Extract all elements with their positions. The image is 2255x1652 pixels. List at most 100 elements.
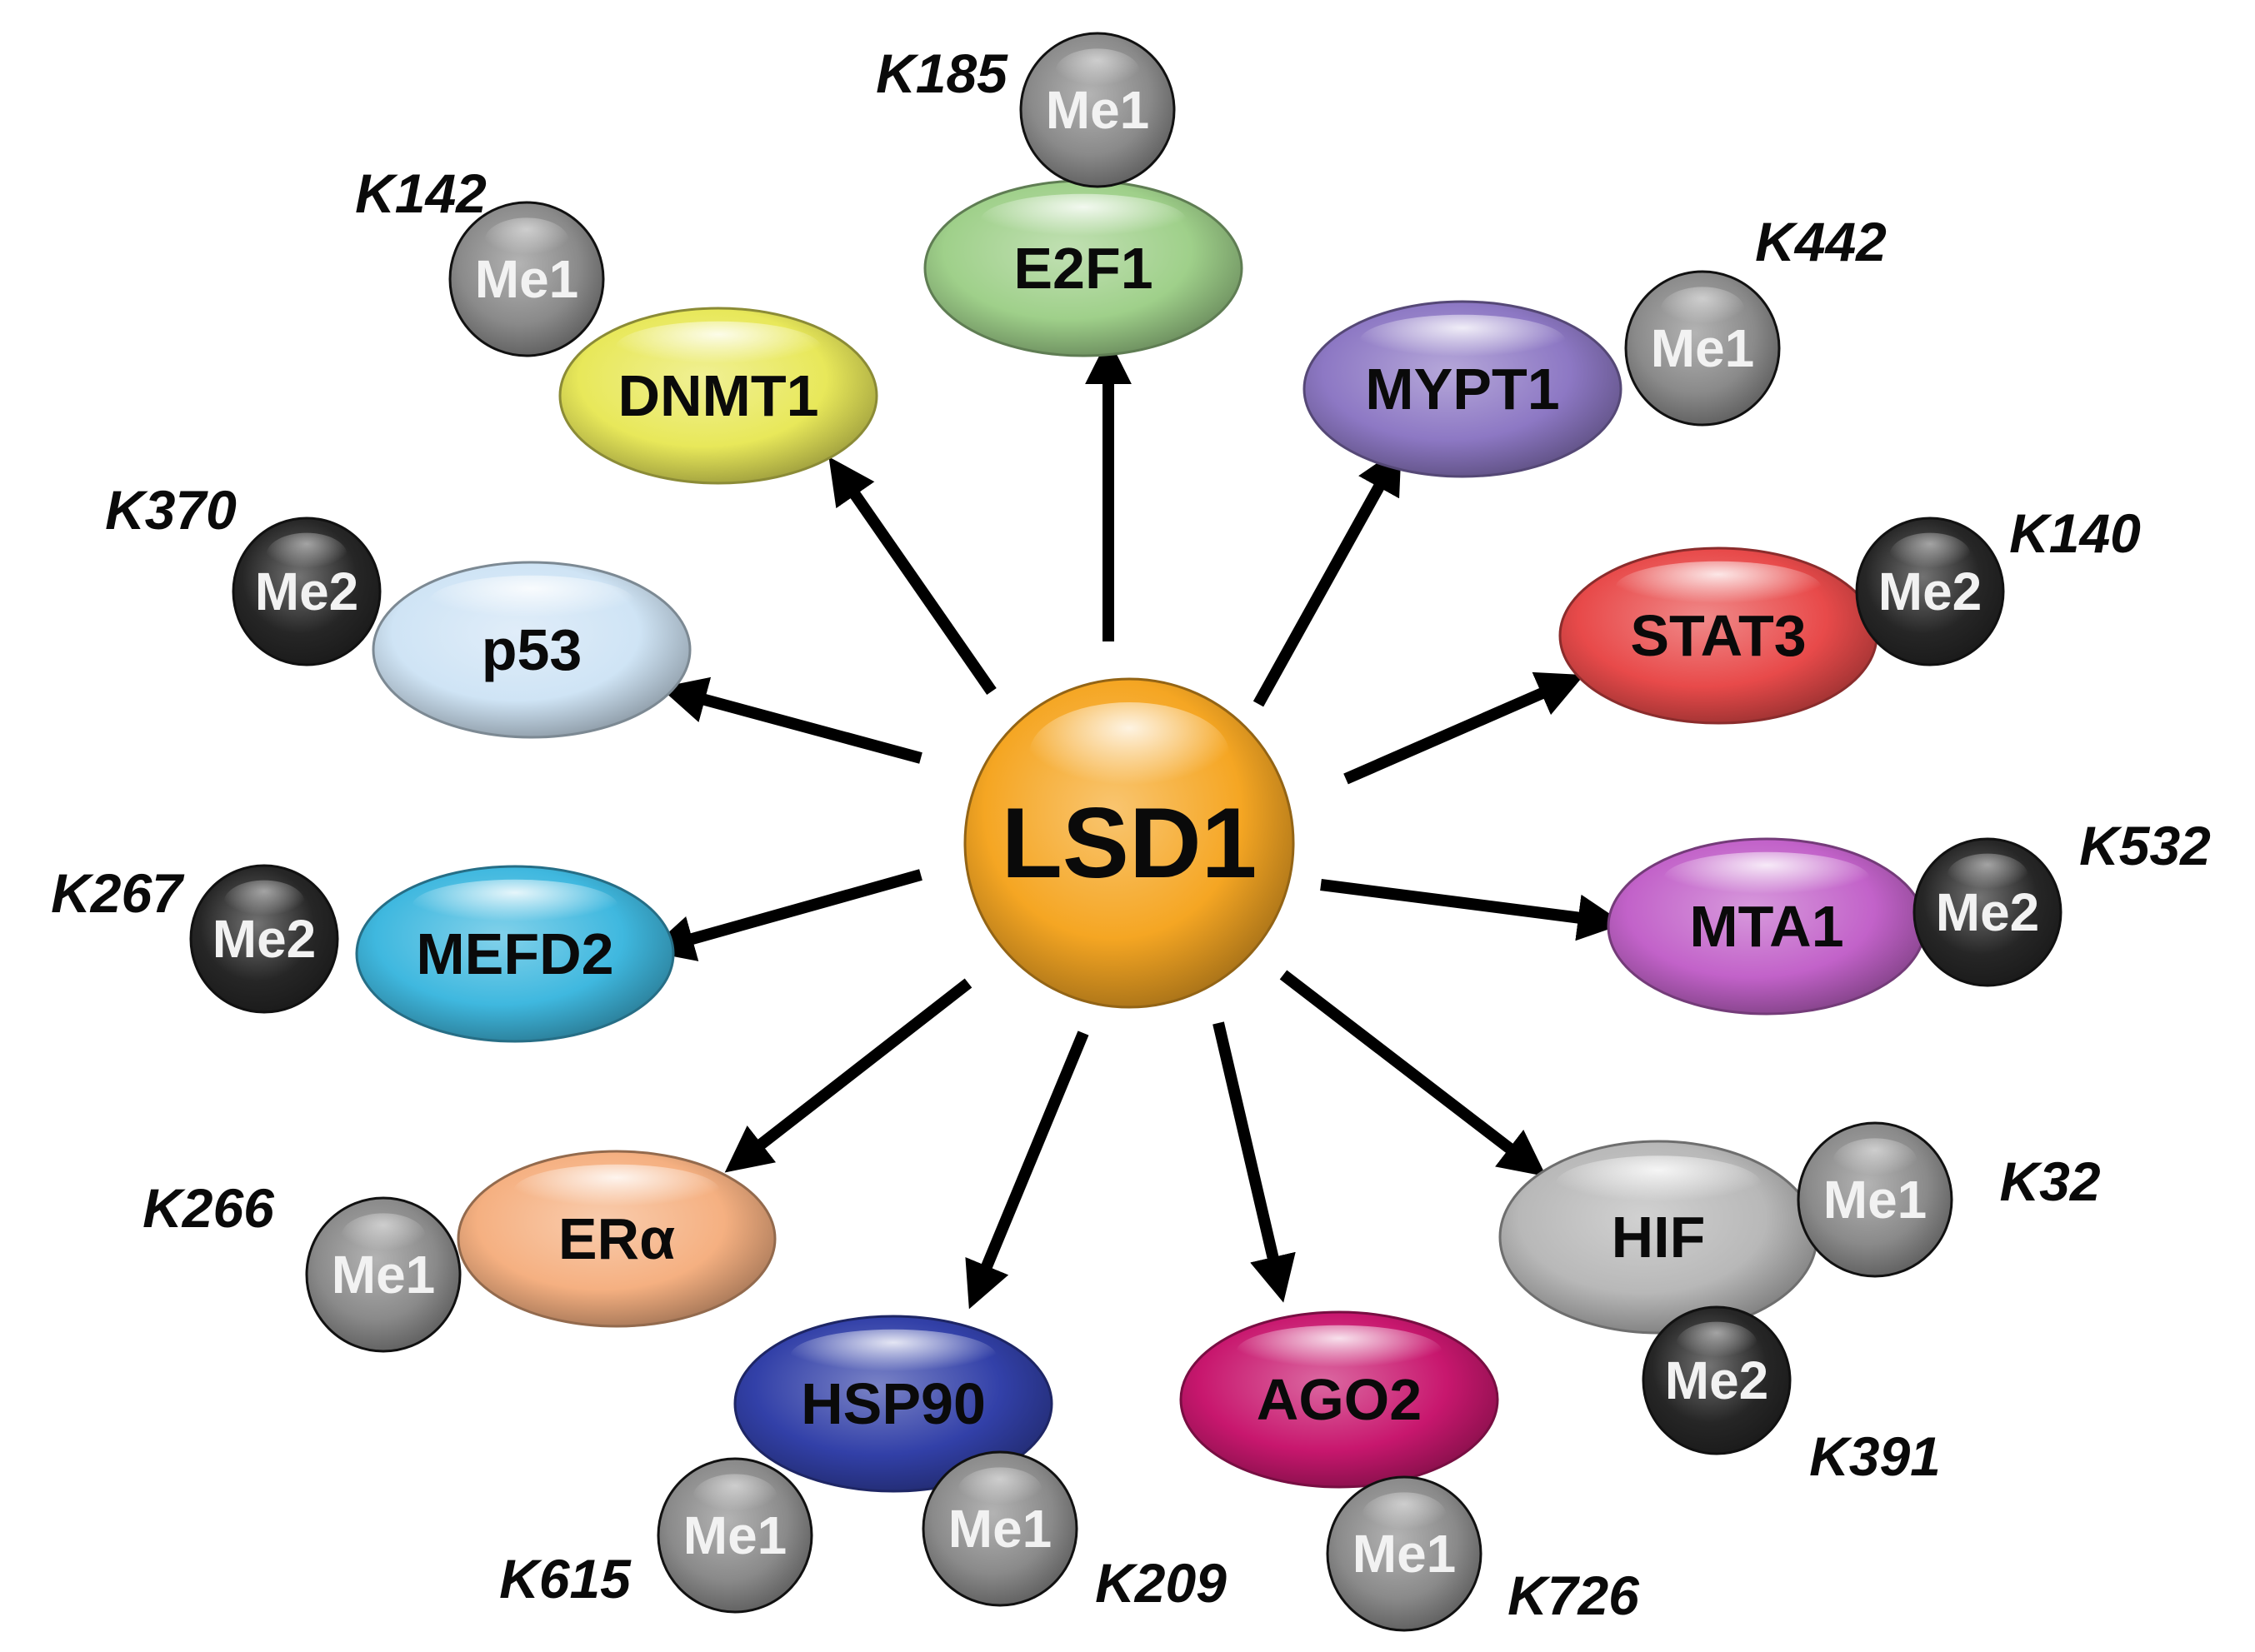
node-mefd2-highlight <box>412 879 618 932</box>
node-e2f1: E2F1 <box>923 179 1243 357</box>
node-p53: p53 <box>372 561 692 739</box>
node-mypt1-highlight <box>1359 314 1566 367</box>
arrow-to-ago2 <box>1212 1021 1296 1303</box>
mark-p53-0-label: Me2 <box>255 561 359 621</box>
mark-era-0: Me1 K266 <box>142 1177 462 1353</box>
mark-hsp90-1-label: Me1 <box>948 1499 1052 1559</box>
arrow-to-dnmt1 <box>828 457 997 695</box>
node-stat3-label: STAT3 <box>1630 603 1806 668</box>
site-ago2-0-label: K726 <box>1508 1565 1640 1626</box>
mark-hif-0-highlight <box>1832 1138 1918 1185</box>
mark-mypt1-0-highlight <box>1660 287 1745 333</box>
mark-mefd2-0-label: Me2 <box>212 909 317 969</box>
site-dnmt1-0-label: K142 <box>355 162 487 224</box>
mark-dnmt1-0-highlight <box>484 217 569 264</box>
node-e2f1-highlight <box>980 193 1187 247</box>
mark-hsp90-0-highlight <box>692 1474 778 1520</box>
mark-ago2-0-label: Me1 <box>1352 1524 1457 1584</box>
site-hif-1-label: K391 <box>1809 1425 1941 1487</box>
node-stat3-highlight <box>1615 561 1822 614</box>
node-era-highlight <box>513 1164 720 1217</box>
mark-mefd2-0-highlight <box>223 880 305 925</box>
arrow-to-era <box>724 978 972 1173</box>
node-ago2-highlight <box>1236 1325 1442 1378</box>
mark-era-0-highlight <box>341 1213 426 1260</box>
site-e2f1-0-label: K185 <box>876 42 1008 104</box>
arrow-to-p53 <box>659 676 922 764</box>
mark-dnmt1-0-label: Me1 <box>475 249 579 309</box>
node-hsp90-highlight <box>790 1329 997 1382</box>
node-dnmt1-highlight <box>615 321 822 374</box>
node-e2f1-label: E2F1 <box>1013 236 1152 301</box>
mark-mefd2-0: Me2 K267 <box>51 862 339 1014</box>
site-era-0-label: K266 <box>142 1177 275 1239</box>
node-mta1-highlight <box>1663 851 1870 905</box>
mark-p53-0-highlight <box>266 532 348 577</box>
node-hsp90-label: HSP90 <box>801 1371 986 1436</box>
arrow-to-mta1 <box>1320 879 1625 941</box>
node-mefd2: MEFD2 <box>355 865 675 1043</box>
site-mypt1-0-label: K442 <box>1755 211 1887 272</box>
mark-mta1-0-highlight <box>1947 853 2028 898</box>
node-stat3: STAT3 <box>1558 547 1878 725</box>
marks-layer: Me1K185Me1K142Me1K442Me2K370Me2K140Me2K2… <box>51 32 2211 1632</box>
node-hif: HIF <box>1498 1140 1818 1335</box>
node-era-label: ERα <box>558 1206 675 1271</box>
site-stat3-0-label: K140 <box>2009 502 2141 564</box>
node-mta1: MTA1 <box>1607 837 1927 1016</box>
arrow-to-hsp90 <box>965 1031 1089 1310</box>
center-highlight <box>1029 702 1229 806</box>
node-mypt1-label: MYPT1 <box>1365 357 1559 422</box>
mark-dnmt1-0: Me1 K142 <box>355 162 605 357</box>
site-hsp90-0-label: K615 <box>499 1548 632 1610</box>
node-ago2-label: AGO2 <box>1257 1367 1422 1432</box>
mark-hsp90-1-highlight <box>958 1467 1042 1514</box>
node-hsp90: HSP90 <box>733 1315 1053 1493</box>
site-hsp90-1-label: K209 <box>1095 1552 1227 1614</box>
node-dnmt1: DNMT1 <box>558 307 878 485</box>
node-era: ERα <box>457 1150 777 1328</box>
node-p53-label: p53 <box>482 617 582 682</box>
mark-mypt1-0-label: Me1 <box>1651 318 1755 378</box>
mark-p53-0: Me2 K370 <box>105 479 382 666</box>
mark-mta1-0-label: Me2 <box>1936 882 2040 942</box>
node-dnmt1-label: DNMT1 <box>618 363 818 428</box>
node-p53-highlight <box>428 575 635 628</box>
mark-mta1-0: Me2 K532 <box>1912 815 2211 987</box>
mark-hsp90-0-label: Me1 <box>683 1505 788 1565</box>
mark-hif-0: Me1 K32 <box>1797 1121 2101 1278</box>
center-label: LSD1 <box>1002 787 1258 899</box>
arrows-layer <box>647 337 1625 1310</box>
mark-hif-1-highlight <box>1676 1321 1758 1366</box>
arrow-to-mypt1 <box>1252 446 1402 707</box>
site-p53-0-label: K370 <box>105 479 237 541</box>
node-hif-highlight <box>1555 1155 1762 1214</box>
arrow-to-hif <box>1279 970 1547 1177</box>
node-mypt1: MYPT1 <box>1302 300 1622 478</box>
center-node-lsd1: LSD1 <box>963 677 1295 1009</box>
mark-hif-1-label: Me2 <box>1665 1350 1769 1410</box>
node-hif-label: HIF <box>1612 1205 1706 1270</box>
mark-e2f1-0-highlight <box>1055 48 1140 95</box>
mark-ago2-0-highlight <box>1362 1492 1447 1539</box>
arrow-to-stat3 <box>1343 671 1585 785</box>
site-mta1-0-label: K532 <box>2079 815 2211 876</box>
mark-stat3-0: Me2 K140 <box>1855 502 2141 666</box>
mark-era-0-label: Me1 <box>332 1245 436 1305</box>
mark-e2f1-0-label: Me1 <box>1046 80 1150 140</box>
mark-hif-0-label: Me1 <box>1823 1170 1928 1230</box>
site-hif-0-label: K32 <box>1999 1150 2100 1212</box>
arrow-to-mefd2 <box>647 869 922 961</box>
node-mefd2-label: MEFD2 <box>416 921 613 986</box>
node-mta1-label: MTA1 <box>1689 894 1843 959</box>
mark-e2f1-0: Me1 K185 <box>876 32 1176 188</box>
mark-stat3-0-label: Me2 <box>1878 561 1982 621</box>
site-mefd2-0-label: K267 <box>51 862 185 924</box>
mark-stat3-0-highlight <box>1889 532 1971 577</box>
